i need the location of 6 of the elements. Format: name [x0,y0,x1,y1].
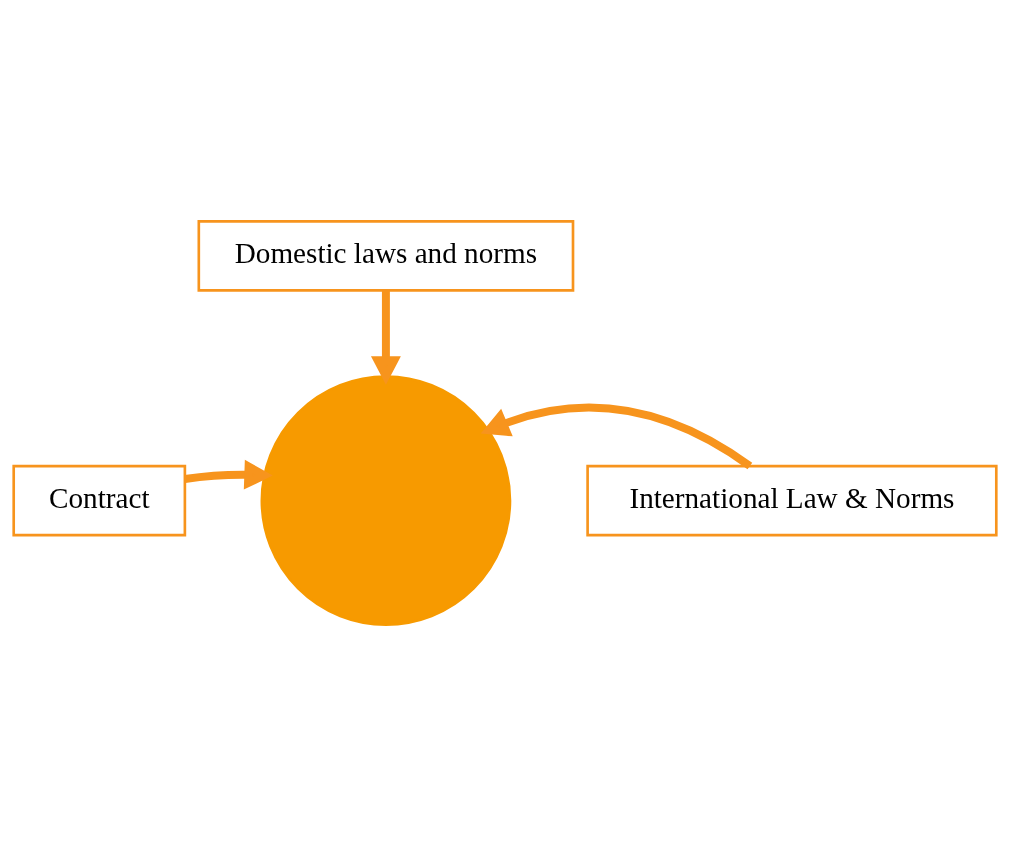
node-box: International Law & Norms [586,464,998,536]
node-box: Contract [12,464,187,536]
arrow [184,459,273,490]
arrow [480,403,753,469]
arrow [370,290,401,385]
node-box: Domestic laws and norms [197,219,575,292]
